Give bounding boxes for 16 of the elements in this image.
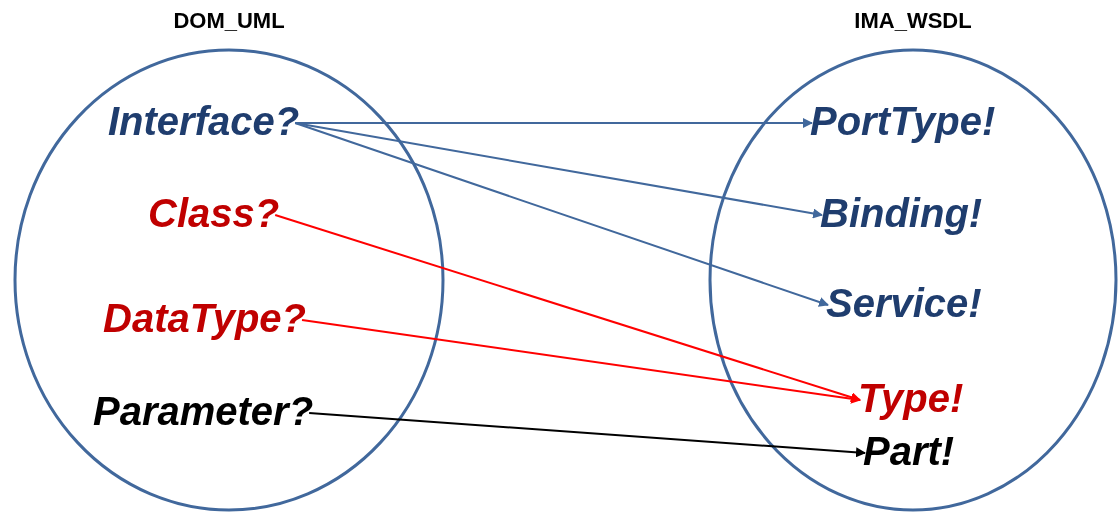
arrow bbox=[301, 319, 861, 404]
arrow bbox=[308, 412, 866, 458]
arrow bbox=[274, 214, 861, 403]
set-heading: IMA_WSDL bbox=[853, 8, 973, 34]
term-label: Service! bbox=[826, 280, 982, 326]
arrow bbox=[294, 122, 823, 219]
term-label: Binding! bbox=[820, 190, 983, 236]
term-label: Type! bbox=[858, 375, 964, 421]
term-label: Part! bbox=[863, 428, 955, 474]
term-label: Parameter? bbox=[93, 388, 314, 434]
term-label: PortType! bbox=[810, 98, 996, 144]
arrow bbox=[294, 122, 829, 307]
term-label: Interface? bbox=[108, 98, 300, 144]
term-label: Class? bbox=[148, 190, 280, 236]
set-heading: DOM_UML bbox=[172, 8, 286, 34]
term-label: DataType? bbox=[103, 295, 306, 341]
